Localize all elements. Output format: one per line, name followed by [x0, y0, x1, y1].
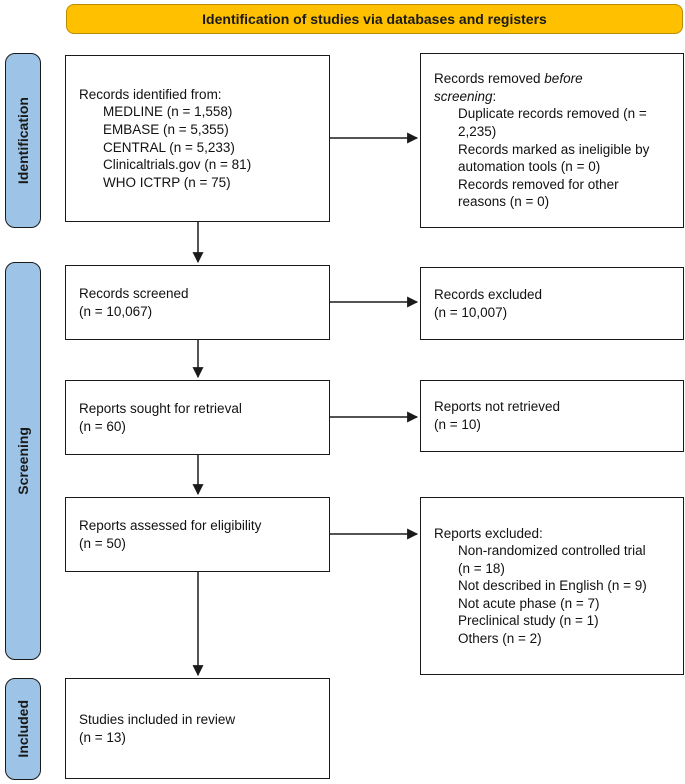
box-records-excluded: Records excluded (n = 10,007) [420, 267, 684, 340]
source-clinicaltrials: Clinicaltrials.gov (n = 81) [103, 157, 252, 173]
records-screened-label: Records screened [79, 285, 189, 301]
source-embase: EMBASE (n = 5,355) [103, 121, 229, 137]
box-records-screened: Records screened (n = 10,067) [65, 265, 330, 340]
records-excluded-count: (n = 10,007) [434, 304, 508, 320]
stage-identification: Identification [5, 53, 41, 228]
excluded-others: Others (n = 2) [458, 630, 542, 646]
stage-identification-label: Identification [15, 96, 31, 185]
banner: Identification of studies via databases … [66, 4, 683, 34]
excluded-not-english: Not described in English (n = 9) [458, 578, 647, 594]
removed-other: Records removed for other reasons (n = 0… [458, 176, 619, 210]
reports-assessed-label: Reports assessed for eligibility [79, 517, 262, 533]
removed-duplicates: Duplicate records removed (n = 2,235) [458, 106, 647, 139]
studies-included-label: Studies included in review [79, 711, 236, 727]
reports-sought-count: (n = 60) [79, 418, 126, 434]
records-removed-heading-prefix: Records removed [434, 71, 545, 87]
records-removed-heading-italic: before screening [434, 71, 583, 104]
source-medline: MEDLINE (n = 1,558) [103, 104, 233, 120]
reports-assessed-count: (n = 50) [79, 535, 126, 551]
records-screened-count: (n = 10,067) [79, 303, 153, 319]
reports-excluded-heading: Reports excluded: [434, 525, 543, 541]
removed-automation: Records marked as ineligible by automati… [458, 141, 650, 175]
box-records-identified: Records identified from: MEDLINE (n = 1,… [65, 55, 330, 222]
source-central: CENTRAL (n = 5,233) [103, 139, 235, 155]
source-who-ictrp: WHO ICTRP (n = 75) [103, 174, 231, 190]
excluded-preclinical: Preclinical study (n = 1) [458, 613, 599, 629]
stage-included: Included [5, 678, 41, 780]
records-identified-heading: Records identified from: [79, 86, 222, 102]
records-excluded-label: Records excluded [434, 286, 543, 302]
box-reports-excluded: Reports excluded: Non-randomized control… [420, 497, 684, 675]
box-studies-included: Studies included in review (n = 13) [65, 678, 330, 779]
records-removed-heading-suffix: : [492, 88, 497, 104]
box-reports-sought: Reports sought for retrieval (n = 60) [65, 380, 330, 455]
records-removed-heading: Records removed before screening: [434, 70, 599, 105]
excluded-not-acute: Not acute phase (n = 7) [458, 595, 600, 611]
reports-not-retrieved-label: Reports not retrieved [434, 399, 561, 415]
stage-screening-label: Screening [15, 427, 31, 495]
reports-not-retrieved-count: (n = 10) [434, 417, 481, 432]
box-reports-assessed: Reports assessed for eligibility (n = 50… [65, 497, 330, 572]
studies-included-count: (n = 13) [79, 729, 126, 745]
stage-included-label: Included [15, 700, 31, 758]
box-reports-not-retrieved: Reports not retrieved (n = 10) [420, 380, 684, 452]
box-records-removed-before-screening: Records removed before screening: Duplic… [420, 53, 684, 228]
stage-screening: Screening [5, 262, 41, 660]
banner-title: Identification of studies via databases … [202, 11, 547, 27]
excluded-non-randomized: Non-randomized controlled trial (n = 18) [458, 543, 646, 576]
reports-sought-label: Reports sought for retrieval [79, 400, 242, 416]
